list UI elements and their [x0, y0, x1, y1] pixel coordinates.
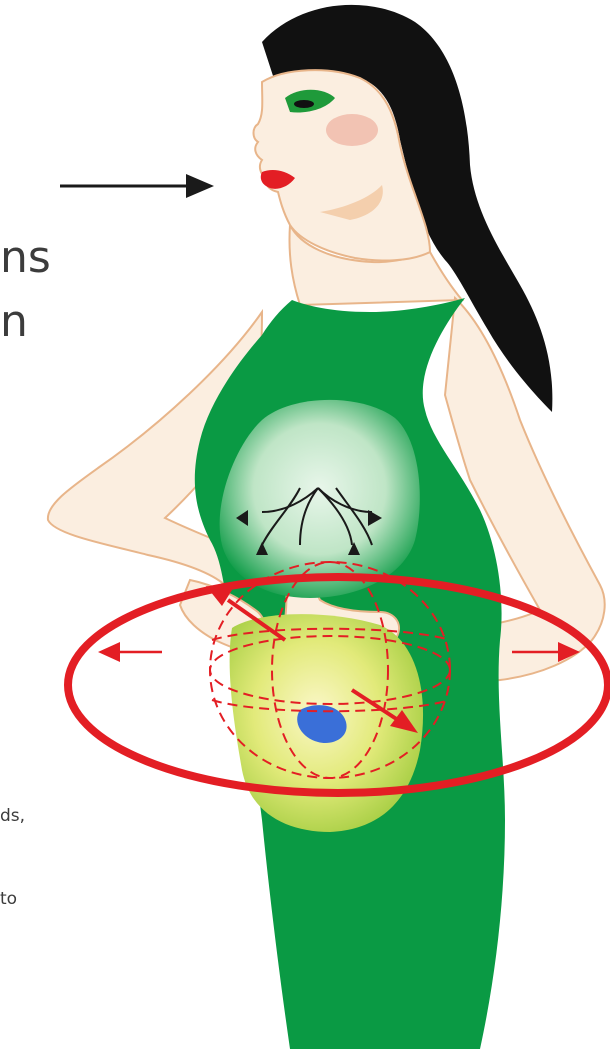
- text-fragment-1: ns: [0, 232, 51, 283]
- eye: [294, 100, 314, 108]
- pointer-arrow: [60, 174, 214, 198]
- text-fragment-3: ds,: [0, 806, 25, 826]
- text-fragment-4: to: [0, 889, 17, 909]
- cheek-blush: [326, 114, 378, 146]
- text-fragment-2: n: [0, 296, 28, 347]
